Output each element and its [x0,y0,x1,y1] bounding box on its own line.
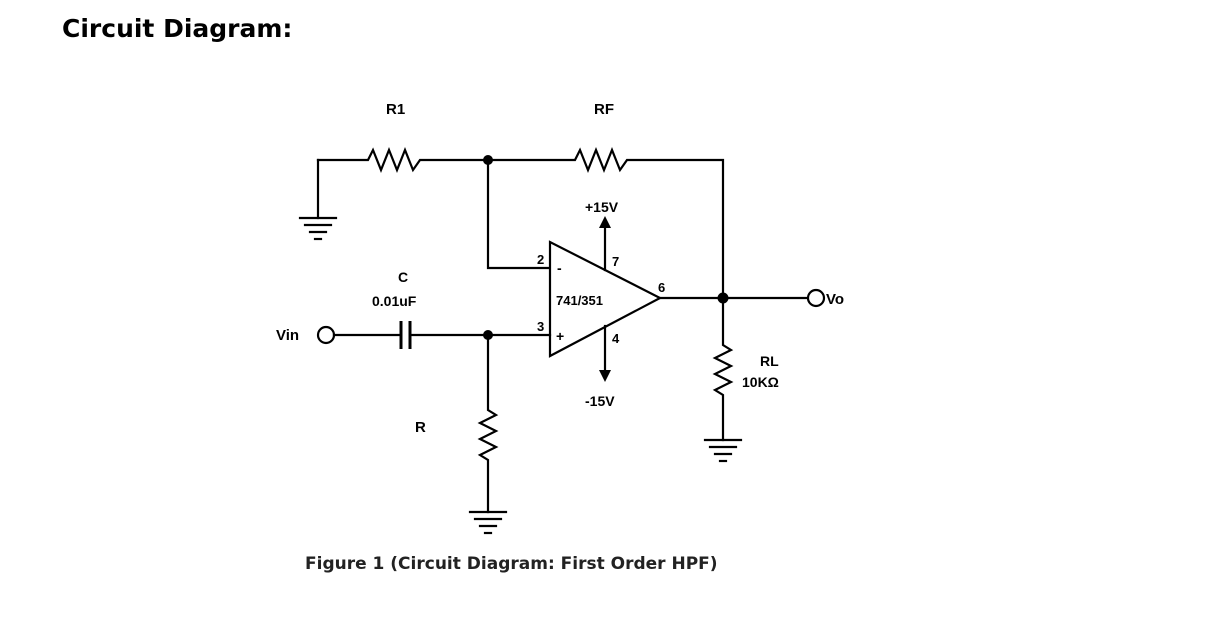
pos-supply-label: +15V [585,199,619,215]
inverting-sign: - [557,260,562,276]
r1-label: R1 [386,101,405,118]
ground-icon [468,510,508,535]
rf-label: RF [594,101,614,118]
r-resistor [477,333,499,514]
ground-icon [298,216,338,241]
rl-resistor [712,296,734,442]
capacitor-value-label: 0.01uF [372,293,417,309]
arrow-down-icon [599,370,611,382]
pin-6-label: 6 [658,280,665,295]
inverting-input-wire [486,158,552,270]
noninverting-sign: + [556,328,564,344]
pin-3-label: 3 [537,319,544,334]
pin-4-label: 4 [612,331,620,346]
pin-7-label: 7 [612,254,619,269]
figure-caption: Figure 1 (Circuit Diagram: First Order H… [305,554,718,574]
vo-terminal-icon [806,288,826,308]
pin-2-label: 2 [537,252,544,267]
r1-resistor [316,147,490,173]
rl-value-label: 10KΩ [742,374,779,390]
rf-resistor [486,147,725,300]
ground-icon [703,438,743,463]
vo-label: Vo [826,291,844,308]
capacitor-name-label: C [398,269,408,285]
page-title: Circuit Diagram: [62,14,293,43]
vin-terminal-icon [316,325,336,345]
vin-label: Vin [276,327,299,344]
capacitor-symbol [399,321,412,349]
opamp-model-label: 741/351 [556,293,603,308]
rl-name-label: RL [760,353,779,369]
r-label: R [415,419,426,436]
neg-supply-label: -15V [585,393,615,409]
arrow-up-icon [599,216,611,228]
